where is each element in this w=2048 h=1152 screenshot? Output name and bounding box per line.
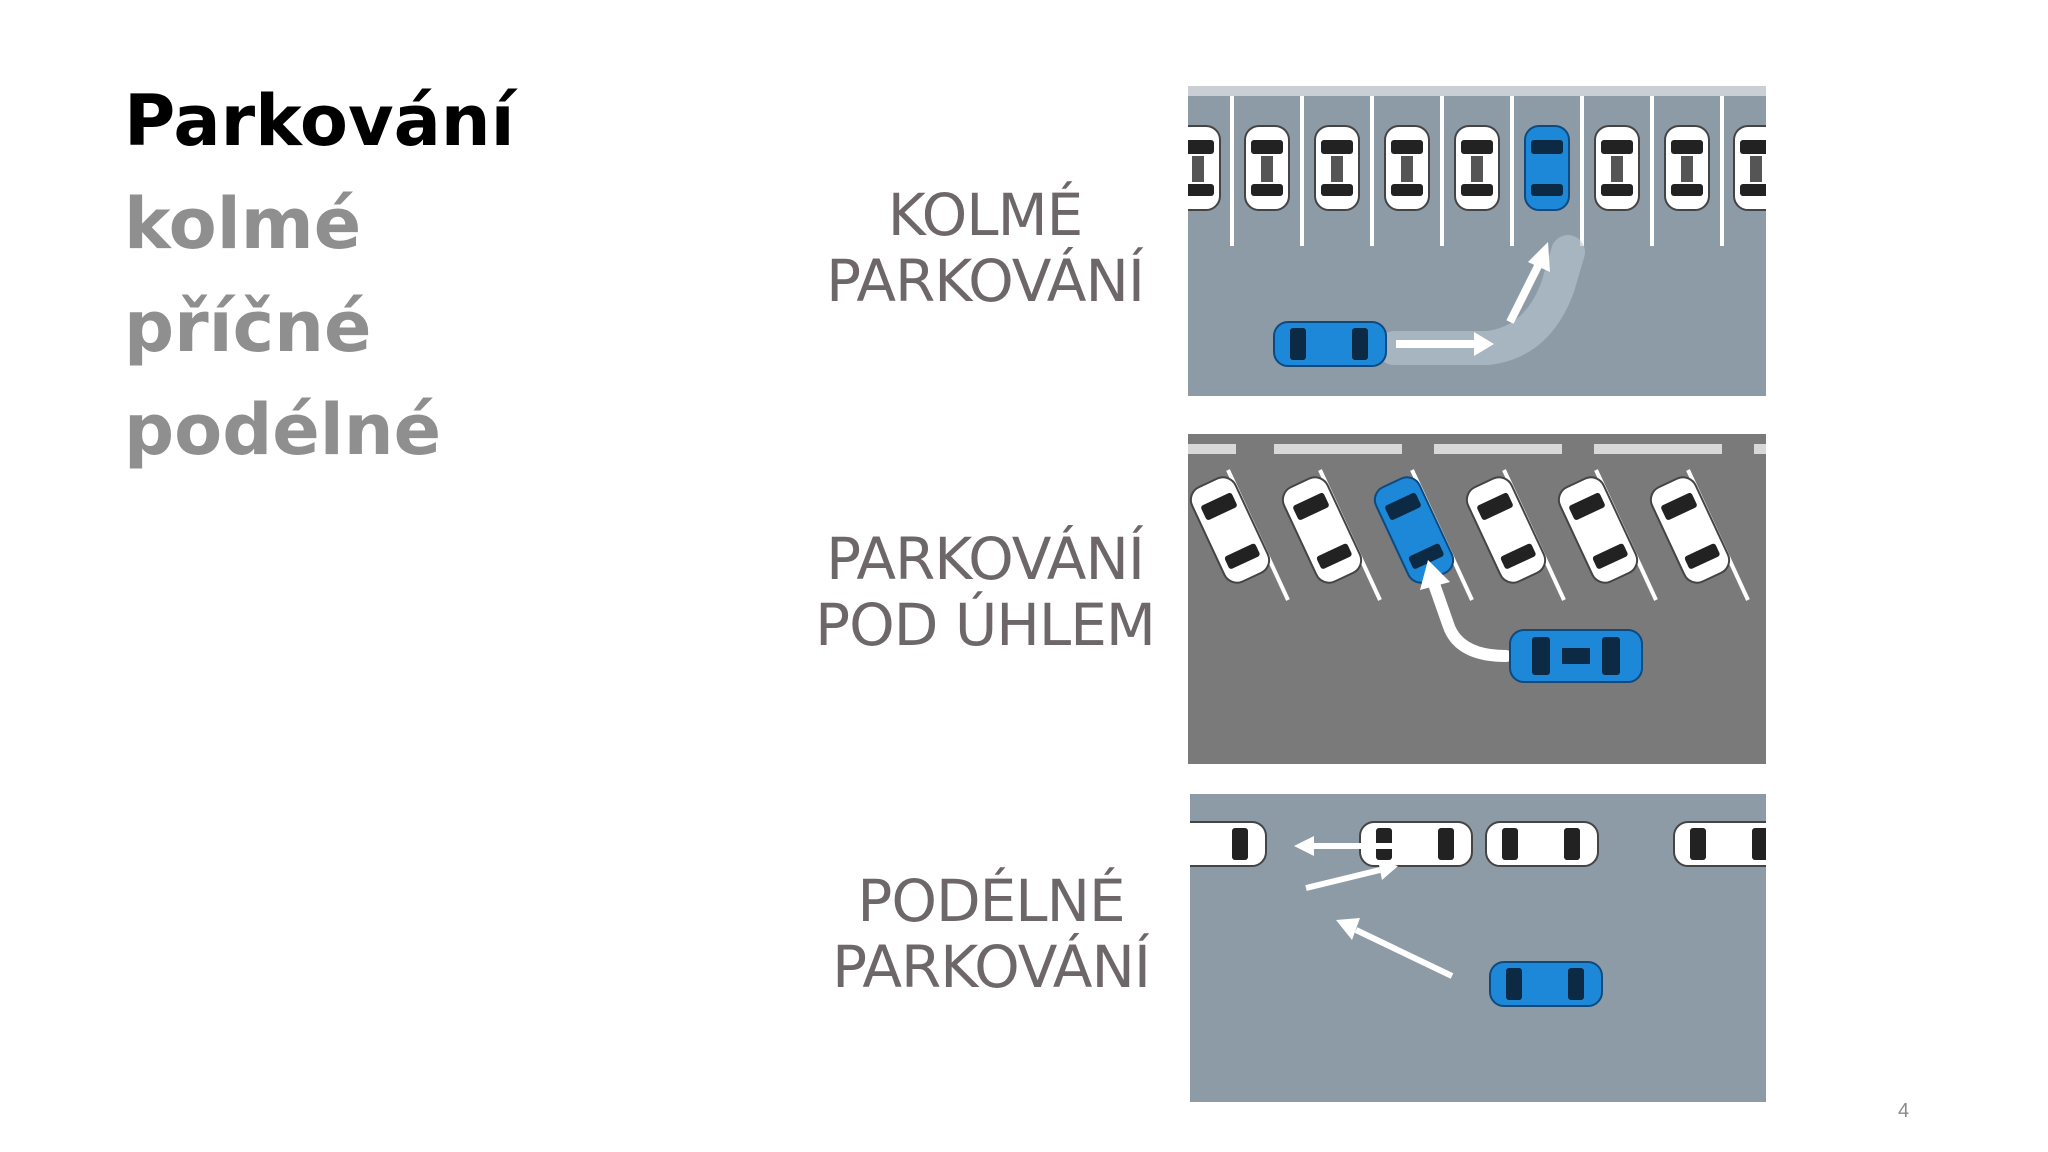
angled-parking-illustration [1188,434,1766,764]
list-item-perpendicular: kolmé [124,183,362,265]
list-item-parallel: podélné [124,389,442,471]
panel-label-line: POD ÚHLEM [815,591,1156,659]
panel-label-angled: PARKOVÁNÍ POD ÚHLEM [800,526,1170,658]
title-block: Parkování kolmé příčné podélné [124,70,515,482]
scene-perpendicular-parking [1188,86,1766,396]
panel-label-parallel: PODÉLNÉ PARKOVÁNÍ [806,868,1176,1000]
panel-label-line: PARKOVÁNÍ [826,525,1145,593]
panel-label-line: PARKOVÁNÍ [826,247,1145,315]
perpendicular-parking-illustration [1188,86,1766,396]
panel-label-line: PARKOVÁNÍ [832,933,1151,1001]
panel-label-line: PODÉLNÉ [857,867,1125,935]
parallel-parking-illustration [1190,794,1766,1102]
panel-label-line: KOLMÉ [887,181,1084,249]
list-item-transverse: příčné [124,286,372,368]
panel-label-perpendicular: KOLMÉ PARKOVÁNÍ [800,182,1170,314]
slide-title: Parkování [124,80,515,162]
scene-angled-parking [1188,434,1766,764]
scene-parallel-parking [1190,794,1766,1102]
page-number: 4 [1898,1100,1910,1122]
